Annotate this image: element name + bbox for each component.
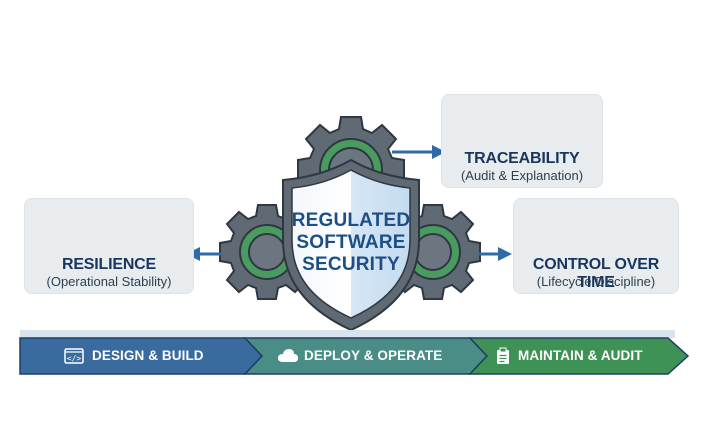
stage-label-design: DESIGN & BUILD (92, 348, 204, 363)
code-icon: </> (64, 348, 84, 364)
control-title: CONTROL OVER TIME (532, 256, 660, 291)
traceability-subtitle: (Audit & Explanation) (460, 168, 584, 183)
svg-text:</>: </> (67, 354, 82, 363)
stage-arrow-maintain (468, 337, 690, 375)
traceability-card: TRACEABILITY (Audit & Explanation) (441, 94, 603, 188)
cloud-icon (278, 349, 298, 362)
stage-label-deploy: DEPLOY & OPERATE (304, 348, 443, 363)
arrow-to-traceability-icon (392, 145, 446, 159)
lifecycle-timeline (19, 330, 690, 375)
resilience-title: RESILIENCE (61, 256, 157, 273)
control-subtitle: (Lifecycle Discipline) (536, 274, 656, 289)
shield-line-3: SECURITY (302, 254, 400, 275)
resilience-card: RESILIENCE (Operational Stability) (24, 198, 194, 294)
traceability-title: TRACEABILITY (464, 150, 580, 167)
shield-line-2: SOFTWARE (296, 232, 406, 253)
stage-label-maintain: MAINTAIN & AUDIT (518, 348, 643, 363)
control-card: CONTROL OVER TIME (Lifecycle Discipline) (513, 198, 679, 294)
resilience-subtitle: (Operational Stability) (46, 274, 172, 289)
arrow-to-control-icon (478, 247, 512, 261)
shield-icon (282, 158, 420, 332)
shield-line-1: REGULATED (291, 210, 411, 231)
clipboard-icon (497, 347, 509, 364)
